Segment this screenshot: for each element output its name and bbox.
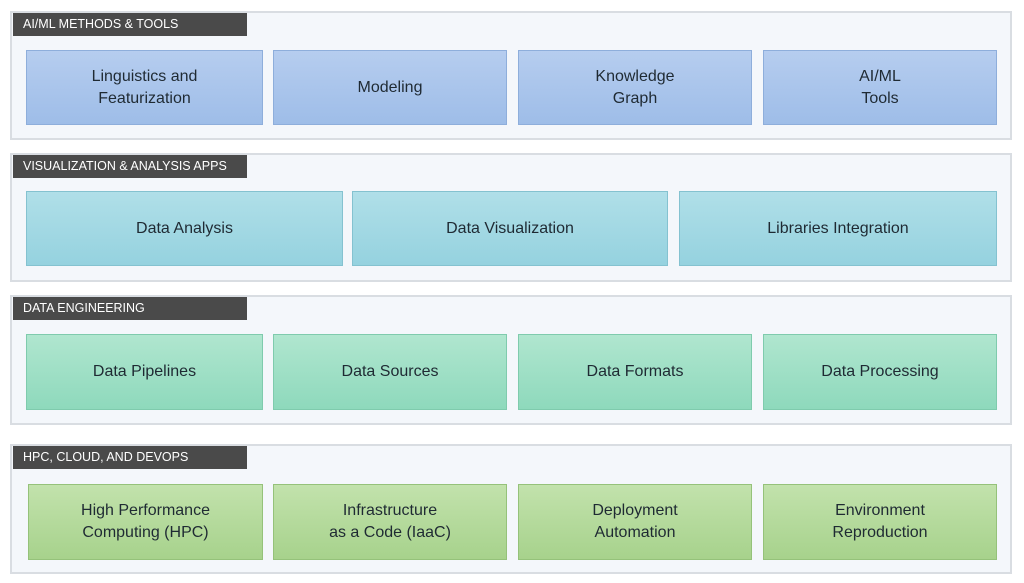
section-title-hpc: HPC, CLOUD, AND DEVOPS (13, 446, 247, 469)
box-data-formats: Data Formats (518, 334, 752, 410)
box-data-pipelines: Data Pipelines (26, 334, 263, 410)
box-label: Linguistics and Featurization (91, 67, 198, 107)
box-label: Data Sources (341, 363, 439, 380)
box-label: High Performance Computing (HPC) (81, 502, 210, 541)
box-label: Deployment Automation (592, 502, 678, 541)
section-visualization-analysis-apps: VISUALIZATION & ANALYSIS APPS Data Analy… (10, 153, 1012, 282)
section-ai-ml-methods-tools: AI/ML METHODS & TOOLS Linguistics and Fe… (10, 11, 1012, 140)
box-label: Knowledge Graph (595, 67, 675, 107)
box-data-processing: Data Processing (763, 334, 997, 410)
box-label: AI/ML Tools (859, 67, 901, 107)
box-modeling: Modeling (273, 50, 507, 125)
box-environment-reproduction: Environment Reproduction (763, 484, 997, 560)
box-knowledge-graph: Knowledge Graph (518, 50, 752, 125)
box-label: Environment Reproduction (832, 502, 928, 541)
box-linguistics-featurization: Linguistics and Featurization (26, 50, 263, 125)
box-label: Data Visualization (446, 219, 574, 237)
box-infrastructure-as-code: Infrastructure as a Code (IaaC) (273, 484, 507, 560)
section-data-engineering: DATA ENGINEERING Data Pipelines Data Sou… (10, 295, 1012, 425)
box-label: Data Formats (586, 363, 684, 380)
section-title-visualization: VISUALIZATION & ANALYSIS APPS (13, 155, 247, 178)
box-label: Modeling (357, 78, 423, 96)
box-label: Libraries Integration (767, 219, 909, 237)
box-label: Infrastructure as a Code (IaaC) (329, 502, 451, 541)
box-data-analysis: Data Analysis (26, 191, 343, 266)
box-ai-ml-tools: AI/ML Tools (763, 50, 997, 125)
section-title-ai-ml: AI/ML METHODS & TOOLS (13, 13, 247, 36)
section-title-data-engineering: DATA ENGINEERING (13, 297, 247, 320)
box-deployment-automation: Deployment Automation (518, 484, 752, 560)
box-high-performance-computing: High Performance Computing (HPC) (28, 484, 263, 560)
box-data-sources: Data Sources (273, 334, 507, 410)
box-label: Data Analysis (136, 219, 233, 237)
box-label: Data Pipelines (92, 363, 197, 380)
section-hpc-cloud-devops: HPC, CLOUD, AND DEVOPS High Performance … (10, 444, 1012, 574)
box-data-visualization: Data Visualization (352, 191, 668, 266)
box-label: Data Processing (821, 363, 939, 380)
box-libraries-integration: Libraries Integration (679, 191, 997, 266)
